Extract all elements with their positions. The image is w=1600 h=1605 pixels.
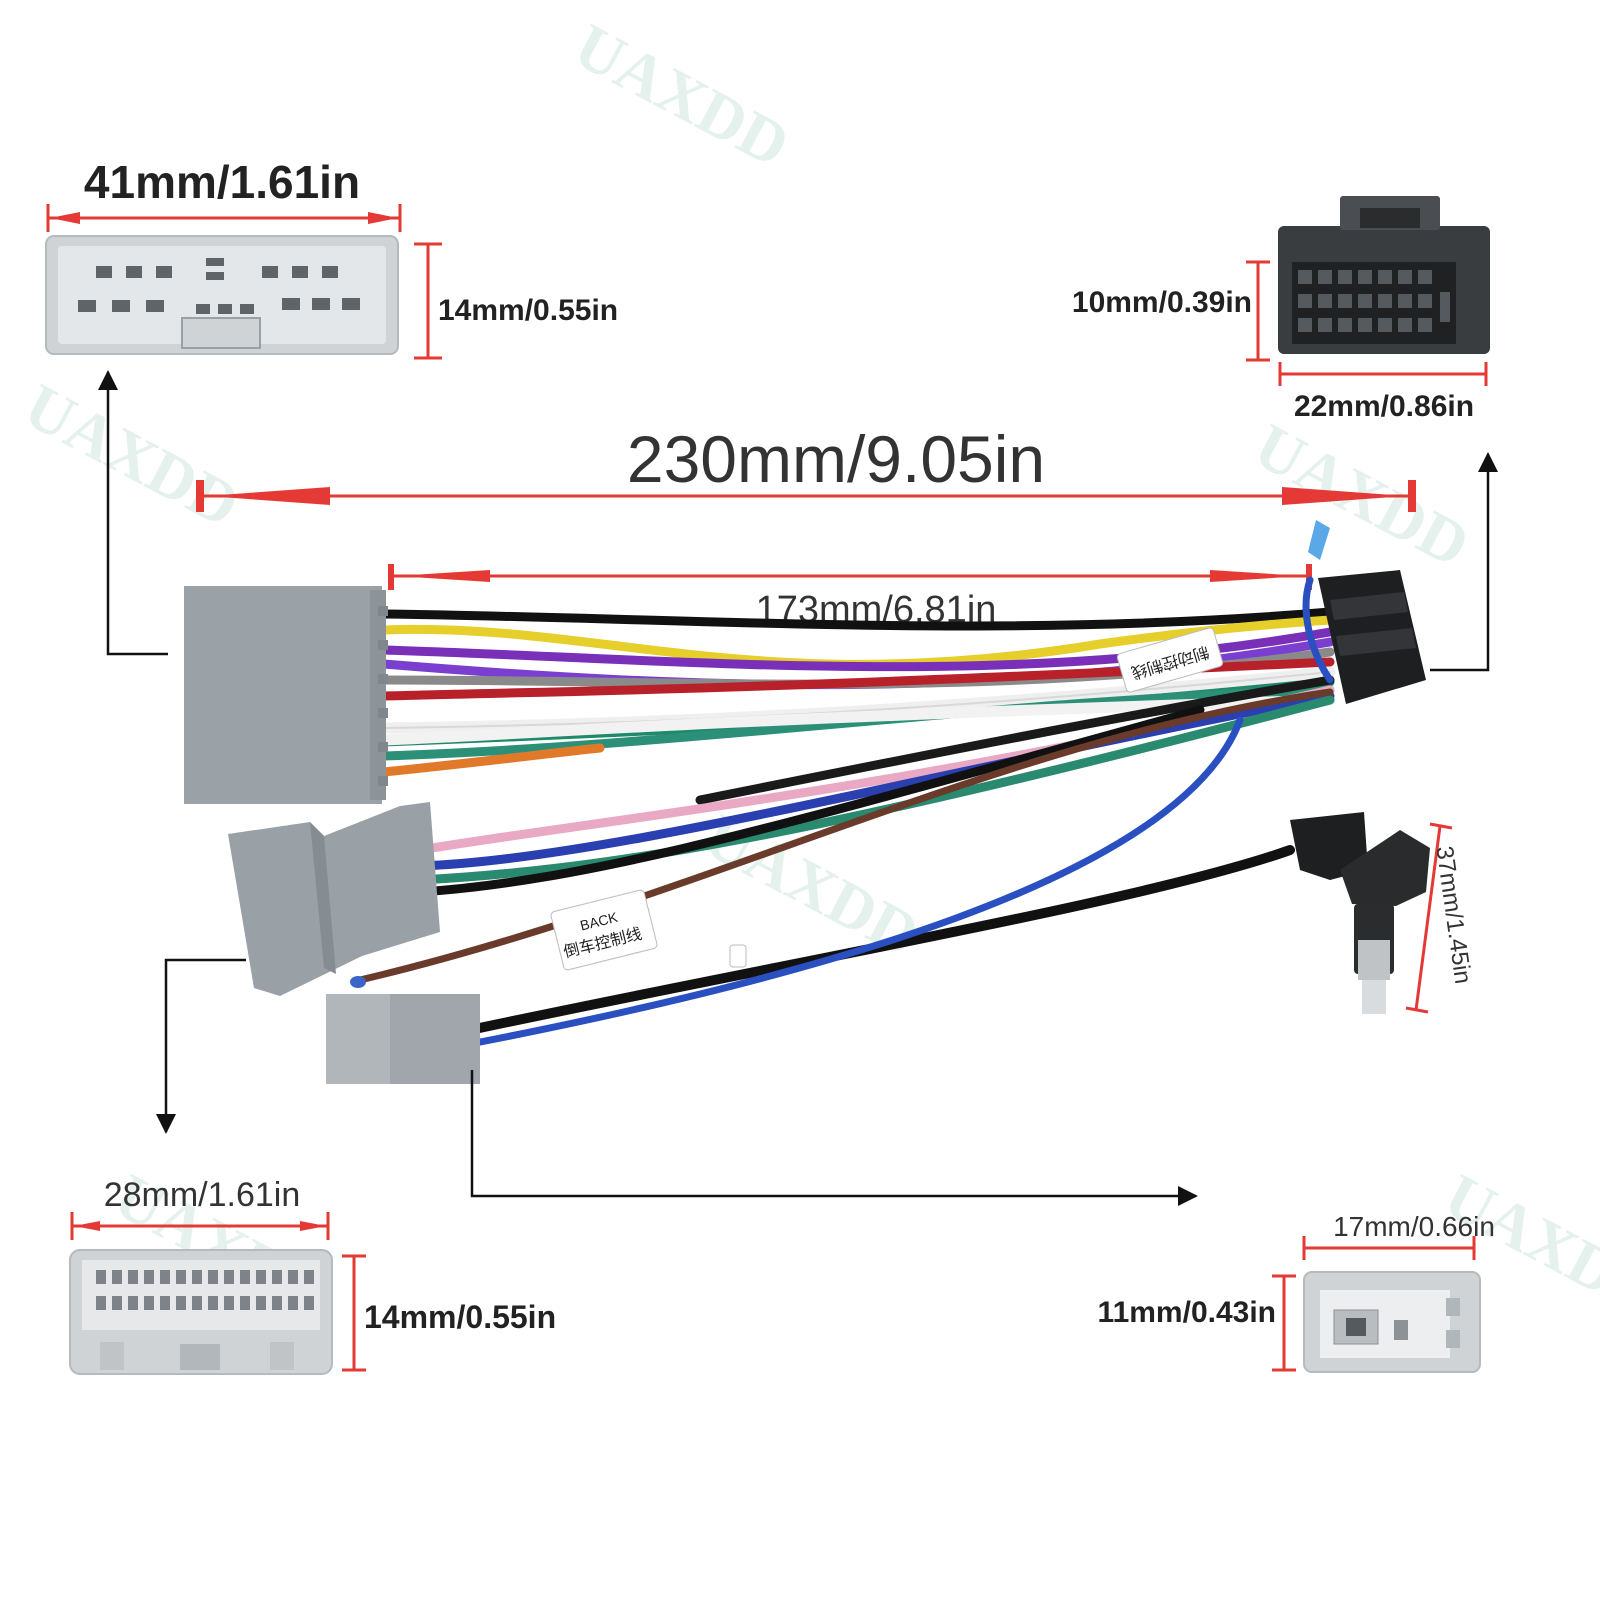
label-overall-length: 230mm/9.05in <box>627 422 1045 496</box>
label-bottom-left-height: 14mm/0.55in <box>364 1299 556 1335</box>
label-top-left-height: 14mm/0.55in <box>438 294 618 327</box>
dim-top-left-height: 14mm/0.55in <box>414 242 618 360</box>
main-connector-left <box>184 586 388 804</box>
watermark-top: UAXDD <box>563 10 800 181</box>
wire-tip-blue <box>1308 520 1330 560</box>
tag-brake-wire: 制动控制线 <box>1116 627 1224 693</box>
leader-arrows <box>98 370 1498 1206</box>
tag-back-wire: BACK 倒车控制线 <box>550 889 658 971</box>
label-top-left-width: 41mm/1.61in <box>84 156 360 208</box>
watermark-left: UAXDD <box>13 370 250 541</box>
dim-bottom-right-height: 11mm/0.43in <box>1098 1274 1296 1372</box>
dim-top-right-width: 22mm/0.86in <box>1278 362 1488 423</box>
top-right-connector-face <box>1278 196 1490 354</box>
wire-tip-bottom <box>350 976 366 988</box>
small-connector <box>326 994 480 1084</box>
black-plug-connector <box>1318 570 1426 704</box>
label-bottom-right-height: 11mm/0.43in <box>1098 1296 1276 1329</box>
label-bottom-right-width: 17mm/0.66in <box>1333 1211 1495 1242</box>
dim-bottom-right-width: 17mm/0.66in <box>1302 1211 1495 1260</box>
top-left-connector-face <box>45 235 399 355</box>
harness-wires <box>356 576 1336 1048</box>
mid-connector <box>228 802 440 996</box>
dim-bottom-left-height: 14mm/0.55in <box>342 1254 556 1372</box>
dim-top-right-height: 10mm/0.39in <box>1072 260 1270 362</box>
label-top-right-height: 10mm/0.39in <box>1072 286 1252 319</box>
dim-overall-length: 230mm/9.05in <box>196 422 1416 512</box>
label-antenna-length: 37mm/1.45in <box>1430 844 1476 985</box>
antenna-plug <box>1290 812 1430 1014</box>
label-bottom-left-width: 28mm/1.61in <box>104 1176 301 1214</box>
dim-bottom-left-width: 28mm/1.61in <box>70 1176 330 1240</box>
bottom-left-connector-face <box>69 1249 333 1375</box>
bottom-right-connector-face <box>1303 1271 1481 1373</box>
dim-top-left-width: 41mm/1.61in <box>46 156 402 232</box>
wire-clip <box>729 944 747 968</box>
label-top-right-width: 22mm/0.86in <box>1294 390 1474 423</box>
